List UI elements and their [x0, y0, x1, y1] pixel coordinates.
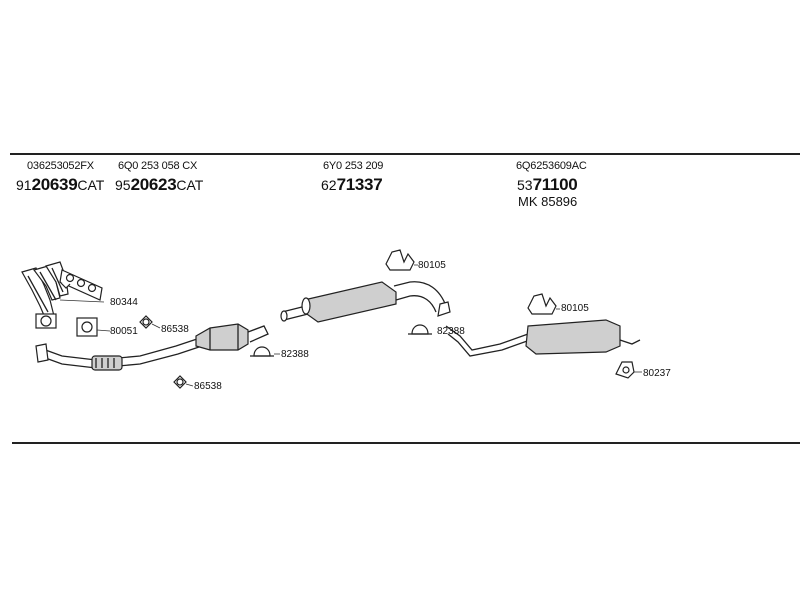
center-muffler-icon	[280, 281, 451, 323]
label-82388-rear: 82388	[437, 326, 465, 337]
label-80344: 80344	[110, 297, 138, 308]
part-number-4-main: 71100	[532, 175, 578, 194]
label-80105-upper: 80105	[418, 260, 446, 271]
clamp-82388-icon	[250, 346, 280, 357]
part-number-2-main: 20623	[130, 175, 177, 194]
part-number-2: 9520623CAT	[115, 175, 203, 195]
manifold-gasket-icon	[59, 269, 103, 301]
top-rule	[10, 153, 800, 155]
oe-number-2: 6Q0 253 058 CX	[118, 160, 198, 172]
part-number-1-suffix: CAT	[77, 177, 105, 193]
front-pipe-icon	[35, 337, 203, 371]
part-number-4: 5371100	[517, 175, 578, 195]
part-number-1-main: 20639	[31, 175, 78, 194]
part-number-3-prefix: 62	[321, 177, 337, 193]
gasket-86538-upper-icon	[139, 315, 161, 329]
part-number-1-prefix: 91	[16, 177, 32, 193]
hanger-80237-icon	[615, 361, 642, 379]
label-86538-lower: 86538	[194, 381, 222, 392]
flange-gasket-icon	[76, 317, 111, 337]
oe-number-1: 036253052FX	[27, 160, 94, 172]
part-number-1: 9120639CAT	[16, 175, 104, 195]
label-82388: 82388	[281, 349, 309, 360]
bottom-rule	[12, 442, 800, 444]
oe-number-3: 6Y0 253 209	[323, 160, 384, 172]
catalytic-converter-icon	[195, 323, 269, 351]
part-number-2-suffix: CAT	[176, 177, 204, 193]
part-number-3-main: 71337	[336, 175, 383, 194]
part-number-4-prefix: 53	[517, 177, 533, 193]
kit-number: MK 85896	[518, 194, 578, 209]
rear-muffler-icon	[445, 319, 641, 357]
clamp-82388-rear-icon	[408, 324, 432, 335]
gasket-86538-lower-icon	[173, 375, 194, 389]
label-80051: 80051	[110, 326, 138, 337]
label-86538-upper: 86538	[161, 324, 189, 335]
part-number-3: 6271337	[321, 175, 383, 195]
hanger-80105-upper-icon	[385, 249, 418, 271]
label-80237: 80237	[643, 368, 671, 379]
hanger-80105-rear-icon	[527, 293, 560, 315]
label-80105-rear: 80105	[561, 303, 589, 314]
part-number-2-prefix: 95	[115, 177, 131, 193]
oe-number-4: 6Q6253609AC	[516, 160, 587, 172]
